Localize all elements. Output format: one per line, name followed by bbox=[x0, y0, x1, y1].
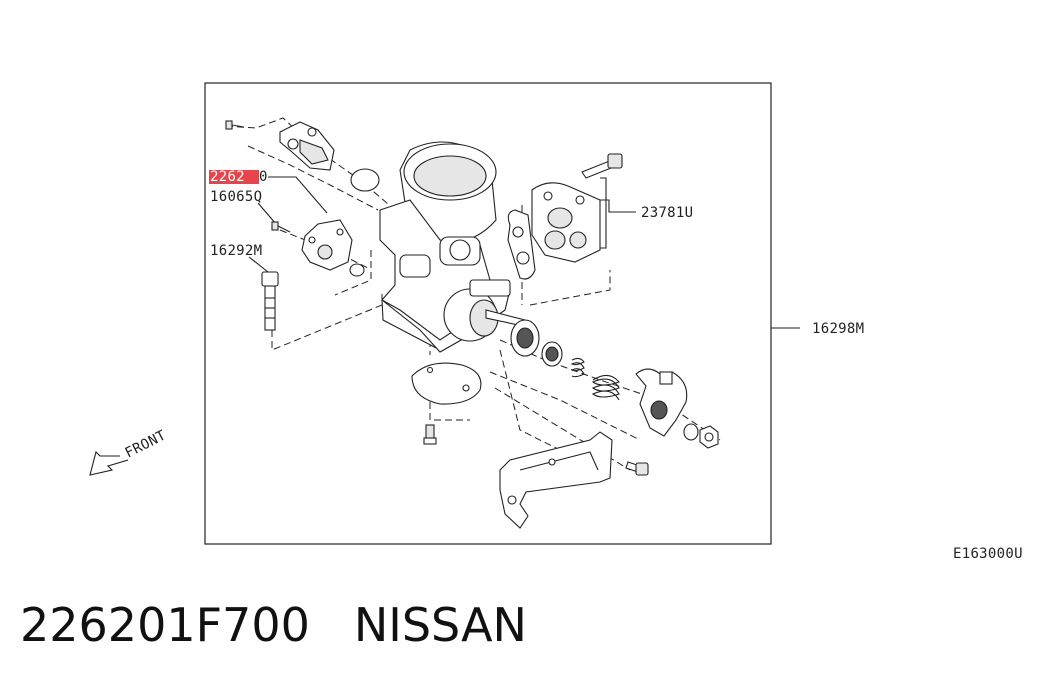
front-arrow: FRONT bbox=[89, 427, 169, 476]
base-gasket[interactable] bbox=[411, 362, 482, 405]
label-highlighted-part[interactable]: 2262 bbox=[210, 169, 245, 185]
return-spring[interactable] bbox=[591, 374, 620, 401]
screw-bottom[interactable] bbox=[423, 424, 437, 445]
bracket-23781U bbox=[600, 177, 607, 249]
diagram-frame bbox=[204, 82, 772, 545]
screw-16065Q[interactable] bbox=[271, 221, 291, 233]
leader-23781U bbox=[600, 199, 636, 213]
o-ring-small[interactable] bbox=[349, 263, 365, 277]
label-16065Q[interactable]: 16065Q bbox=[210, 189, 262, 205]
label-highlighted-suffix: 0 bbox=[259, 169, 268, 185]
throttle-position-sensor[interactable] bbox=[279, 121, 335, 171]
bracket-screw[interactable] bbox=[625, 461, 649, 476]
throttle-body[interactable] bbox=[379, 141, 526, 353]
leader-16065Q bbox=[257, 202, 277, 225]
hex-nut[interactable] bbox=[699, 425, 719, 449]
bolt-16292M[interactable] bbox=[261, 271, 279, 331]
label-16292M[interactable]: 16292M bbox=[210, 243, 262, 259]
iacv-screw[interactable] bbox=[581, 153, 623, 179]
label-16298M[interactable]: 16298M bbox=[812, 321, 864, 337]
throttle-cable-bracket[interactable] bbox=[499, 431, 613, 529]
throttle-washer[interactable] bbox=[541, 341, 563, 367]
highlight-box bbox=[209, 170, 259, 184]
small-spring[interactable] bbox=[570, 357, 585, 378]
screw-top-left[interactable] bbox=[225, 120, 245, 130]
sensor-bracket[interactable] bbox=[301, 219, 353, 271]
iacv-gasket[interactable] bbox=[507, 209, 536, 280]
leader-16292M bbox=[248, 256, 269, 273]
diagram-code: E163000U bbox=[953, 546, 1023, 562]
o-ring-top[interactable] bbox=[350, 168, 380, 192]
label-23781U[interactable]: 23781U bbox=[641, 205, 693, 221]
throttle-lever[interactable] bbox=[635, 368, 688, 437]
footer-title: 226201F700 NISSAN bbox=[20, 598, 527, 652]
front-label: FRONT bbox=[123, 427, 169, 461]
iacv-valve[interactable] bbox=[531, 182, 601, 263]
part-number: 226201F700 bbox=[20, 598, 310, 652]
lock-washer[interactable] bbox=[683, 423, 699, 441]
leader-highlighted bbox=[268, 176, 328, 214]
brand-name: NISSAN bbox=[353, 598, 527, 652]
throttle-drum[interactable] bbox=[510, 319, 540, 357]
